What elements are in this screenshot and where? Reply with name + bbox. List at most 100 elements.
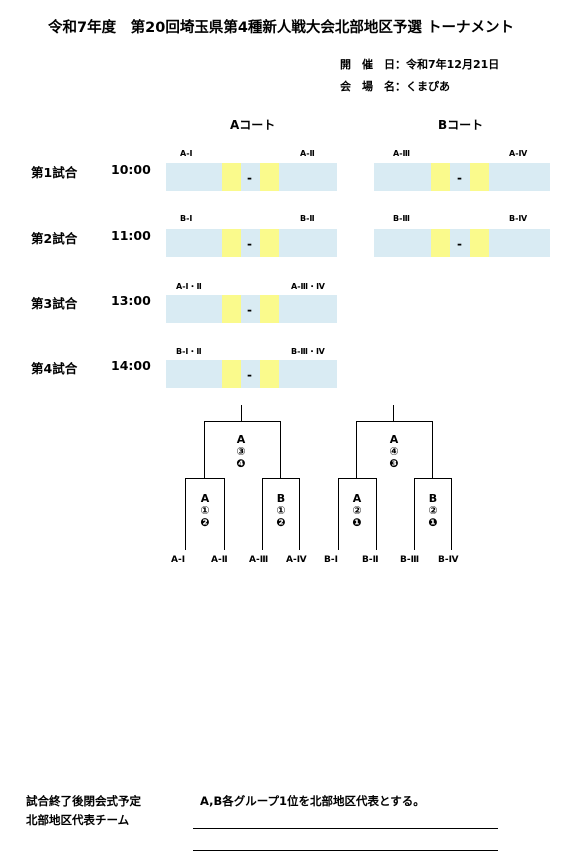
score-dash: - bbox=[247, 368, 252, 382]
qualification-note: A,B各グループ1位を北部地区代表とする。 bbox=[200, 794, 425, 808]
match-2-b-left-team: B-Ⅲ bbox=[393, 214, 410, 223]
match-1-b-right-team: A-Ⅳ bbox=[509, 149, 528, 158]
bracket-line bbox=[376, 478, 377, 550]
page-title: 令和7年度 第20回埼玉県第4種新人戦大会北部地区予選 トーナメント bbox=[48, 20, 514, 36]
match-order: ❹ bbox=[236, 457, 246, 470]
leaf-team: A-Ⅳ bbox=[286, 555, 307, 565]
bracket-line bbox=[451, 478, 452, 550]
leaf-team: A-Ⅰ bbox=[171, 555, 186, 565]
match-1-a-left-score[interactable] bbox=[222, 163, 241, 191]
match-1-b-right-score[interactable] bbox=[470, 163, 489, 191]
event-date: 開 催 日：令和7年12月21日 bbox=[340, 56, 499, 72]
match-number: ② bbox=[352, 504, 362, 517]
match-4-left-team: B-Ⅰ・Ⅱ bbox=[176, 347, 202, 356]
bracket-line bbox=[414, 478, 452, 479]
match-order: ❶ bbox=[428, 516, 438, 529]
match-2-b-right-team: B-Ⅳ bbox=[509, 214, 528, 223]
match-2-b-right-score[interactable] bbox=[470, 229, 489, 257]
match-2-a-left-score[interactable] bbox=[222, 229, 241, 257]
match-number: ② bbox=[428, 504, 438, 517]
court-letter: A bbox=[236, 433, 246, 446]
match-3-left-team: A-Ⅰ・Ⅱ bbox=[176, 282, 202, 291]
semi-match-1: A ① ❷ bbox=[195, 493, 215, 529]
final-match-right: A ④ ❸ bbox=[384, 434, 404, 470]
court-b-header: Bコート bbox=[438, 118, 484, 132]
court-letter: A bbox=[352, 492, 362, 505]
bracket-line bbox=[356, 421, 357, 479]
leaf-team: A-Ⅱ bbox=[211, 555, 228, 565]
match-1-b-left-team: A-Ⅲ bbox=[393, 149, 411, 158]
match-3-time: 13:00 bbox=[111, 293, 151, 308]
match-order: ❷ bbox=[200, 516, 210, 529]
score-dash: - bbox=[247, 237, 252, 251]
semi-match-3: A ② ❶ bbox=[347, 493, 367, 529]
match-4-right-score[interactable] bbox=[260, 360, 279, 388]
bracket-line bbox=[414, 478, 415, 550]
match-number: ① bbox=[200, 504, 210, 517]
bracket-line bbox=[356, 421, 433, 422]
date-label: 開 催 日： bbox=[340, 58, 406, 71]
court-letter: B bbox=[276, 492, 286, 505]
venue-label: 会 場 名： bbox=[340, 80, 406, 93]
event-venue: 会 場 名：くまぴあ bbox=[340, 78, 450, 94]
bracket-line bbox=[280, 421, 281, 479]
match-2-a-right-team: B-Ⅱ bbox=[300, 214, 315, 223]
court-letter: B bbox=[428, 492, 438, 505]
match-2-label: 第2試合 bbox=[31, 231, 78, 246]
bracket-line bbox=[393, 405, 394, 422]
match-1-a-left-team: A-Ⅰ bbox=[180, 149, 193, 158]
bracket-line bbox=[299, 478, 300, 550]
score-dash: - bbox=[457, 237, 462, 251]
final-match-left: A ③ ❹ bbox=[231, 434, 251, 470]
match-1-b-score-row: - bbox=[374, 163, 550, 191]
bracket-line bbox=[262, 478, 300, 479]
match-number: ④ bbox=[389, 445, 399, 458]
match-1-a-score-row: - bbox=[166, 163, 337, 191]
match-2-a-right-score[interactable] bbox=[260, 229, 279, 257]
match-4-left-score[interactable] bbox=[222, 360, 241, 388]
bracket-line bbox=[432, 421, 433, 479]
match-1-a-right-score[interactable] bbox=[260, 163, 279, 191]
match-4-right-team: B-Ⅲ・Ⅳ bbox=[291, 347, 325, 356]
representative-line-2[interactable] bbox=[193, 850, 498, 851]
match-3-label: 第3試合 bbox=[31, 296, 78, 311]
match-2-a-score-row: - bbox=[166, 229, 337, 257]
match-4-label: 第4試合 bbox=[31, 361, 78, 376]
match-number: ③ bbox=[236, 445, 246, 458]
bracket-line bbox=[338, 478, 377, 479]
bracket-line bbox=[185, 478, 225, 479]
bracket-line bbox=[204, 421, 205, 479]
match-1-label: 第1試合 bbox=[31, 165, 78, 180]
representative-label: 北部地区代表チーム bbox=[26, 813, 130, 827]
leaf-team: B-Ⅱ bbox=[362, 555, 379, 565]
match-2-b-left-score[interactable] bbox=[431, 229, 450, 257]
match-number: ① bbox=[276, 504, 286, 517]
match-3-right-score[interactable] bbox=[260, 295, 279, 323]
bracket-line bbox=[185, 478, 186, 550]
court-letter: A bbox=[200, 492, 210, 505]
match-2-time: 11:00 bbox=[111, 228, 151, 243]
match-order: ❸ bbox=[389, 457, 399, 470]
match-3-left-score[interactable] bbox=[222, 295, 241, 323]
match-4-time: 14:00 bbox=[111, 358, 151, 373]
score-dash: - bbox=[457, 171, 462, 185]
score-dash: - bbox=[247, 303, 252, 317]
bracket-line bbox=[338, 478, 339, 550]
match-order: ❷ bbox=[276, 516, 286, 529]
match-2-a-left-team: B-Ⅰ bbox=[180, 214, 193, 223]
match-1-b-left-score[interactable] bbox=[431, 163, 450, 191]
closing-ceremony-note: 試合終了後閉会式予定 bbox=[26, 794, 141, 808]
match-1-time: 10:00 bbox=[111, 162, 151, 177]
leaf-team: B-Ⅳ bbox=[438, 555, 459, 565]
semi-match-4: B ② ❶ bbox=[423, 493, 443, 529]
leaf-team: B-Ⅲ bbox=[400, 555, 420, 565]
venue-value: くまぴあ bbox=[406, 80, 450, 93]
match-2-b-score-row: - bbox=[374, 229, 550, 257]
leaf-team: A-Ⅲ bbox=[249, 555, 269, 565]
bracket-line bbox=[262, 478, 263, 550]
court-a-header: Aコート bbox=[230, 118, 276, 132]
leaf-team: B-Ⅰ bbox=[324, 555, 338, 565]
bracket-line bbox=[241, 405, 242, 422]
bracket-line bbox=[204, 421, 281, 422]
representative-line-1[interactable] bbox=[193, 828, 498, 829]
